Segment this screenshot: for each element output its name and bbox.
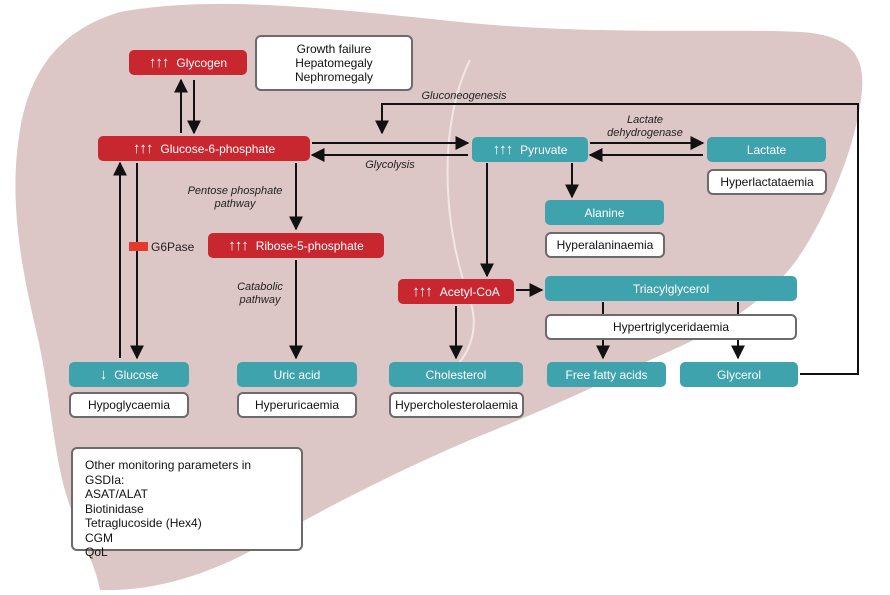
liver-lobe-line [439, 59, 475, 381]
lactate-dehydrogenase-label: Lactate dehydrogenase [590, 114, 700, 140]
g6p-node: ↑↑↑ Glucose-6-phosphate [98, 136, 310, 161]
hyperlactataemia-box: Hyperlactataemia [707, 169, 827, 195]
increase-arrows-icon: ↑↑↑ [412, 282, 432, 300]
lactate-dh-line1: Lactate [626, 114, 664, 126]
glycerol-node: Glycerol [680, 362, 798, 387]
r5p-node: ↑↑↑ Ribose-5-phosphate [208, 233, 384, 258]
hypertriglyceridaemia-box: Hypertriglyceridaemia [545, 314, 797, 340]
hypercholesterolaemia-box: Hypercholesterolaemia [389, 392, 524, 418]
pyruvate-node: ↑↑↑ Pyruvate [472, 137, 588, 162]
monitoring-item: Biotinidase [85, 501, 144, 516]
cholesterol-node: Cholesterol [389, 362, 523, 387]
increase-arrows-icon: ↑↑↑ [492, 140, 513, 158]
triacylglycerol-node: Triacylglycerol [545, 276, 797, 301]
monitoring-item: ASAT/ALAT [85, 487, 148, 501]
lactate-node: Lactate [707, 137, 826, 162]
alanine-node: Alanine [545, 200, 664, 225]
increase-arrows-icon: ↑↑↑ [148, 53, 169, 71]
growth-outcomes-box: Growth failure Hepatomegaly Nephromegaly [255, 35, 413, 91]
monitoring-item: Tetraglucoside (Hex4) [85, 516, 202, 530]
glucose-label: Glucose [114, 367, 159, 382]
hepatomegaly-text: Hepatomegaly [295, 56, 373, 70]
growth-failure-text: Growth failure [296, 42, 372, 56]
free-fatty-acids-node: Free fatty acids [547, 362, 666, 387]
glycogen-label: Glycogen [176, 55, 228, 70]
increase-arrows-icon: ↑↑↑ [132, 139, 153, 157]
decrease-arrow-icon: ↓ [99, 365, 107, 383]
increase-arrows-icon: ↑↑↑ [228, 236, 248, 254]
monitoring-box: Other monitoring parameters in GSDIa: AS… [71, 447, 303, 559]
acetyl-coa-label: Acetyl-CoA [439, 284, 500, 299]
ppp-line2: pathway [214, 198, 256, 210]
hyperalaninaemia-box: Hyperalaninaemia [545, 232, 665, 258]
g6p-label: Glucose-6-phosphate [160, 141, 276, 156]
glycogen-node: ↑↑↑ Glycogen [129, 50, 247, 75]
catabolic-line2: pathway [239, 294, 281, 306]
catabolic-pathway-label: Catabolic pathway [228, 281, 292, 307]
hypoglycaemia-box: Hypoglycaemia [69, 392, 189, 418]
pentose-phosphate-label: Pentose phosphate pathway [180, 185, 290, 211]
acetyl-coa-node: ↑↑↑ Acetyl-CoA [398, 279, 514, 304]
monitoring-item: CGM [85, 530, 113, 545]
monitoring-title: Other monitoring parameters in GSDIa: [85, 458, 252, 487]
hyperuricaemia-box: Hyperuricaemia [237, 392, 357, 418]
lactate-dh-line2: dehydrogenase [607, 127, 683, 139]
nephromegaly-text: Nephromegaly [294, 70, 374, 84]
g6pase-block-icon [129, 242, 148, 251]
glucose-node: ↓ Glucose [69, 362, 189, 387]
gluconeogenesis-label: Gluconeogenesis [421, 90, 507, 102]
monitoring-item: QoL [85, 545, 108, 559]
catabolic-line1: Catabolic [237, 281, 283, 293]
glycolysis-label: Glycolysis [365, 159, 415, 171]
g6pase-label: G6Pase [151, 240, 195, 254]
pyruvate-label: Pyruvate [520, 142, 568, 157]
arrow-gluconeogenesis [375, 103, 859, 375]
ppp-line1: Pentose phosphate [187, 185, 283, 197]
uric-acid-node: Uric acid [237, 362, 357, 387]
r5p-label: Ribose-5-phosphate [255, 238, 364, 253]
